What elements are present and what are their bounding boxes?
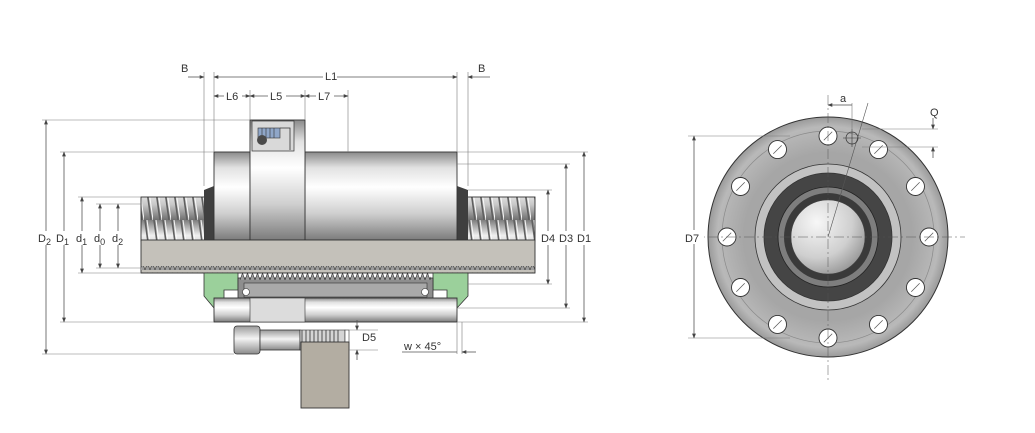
label-a: a [840,93,847,105]
bolt-hole [869,140,888,159]
label-d2: d2 [112,233,123,247]
bolt-hole [906,278,925,297]
label-D1-right: D1 [577,233,591,245]
screw-thread-left [140,196,208,242]
label-L7: L7 [318,91,330,103]
seal-right [457,186,468,240]
label-D3: D3 [559,233,573,245]
label-d1: d1 [76,233,87,247]
label-D2: D2 [38,233,51,247]
bolt-hole [768,315,787,334]
screw-thread-right [464,196,536,242]
label-L5: L5 [270,91,282,103]
seal-left [204,186,214,240]
label-L6: L6 [226,91,238,103]
bolt-hole [768,140,787,159]
side-view: B L1 B L6 L5 L7 D2 D1 d1 d0 [37,63,596,409]
label-D1-left: D1 [56,233,69,247]
mounting-block [300,341,350,409]
bolt-hole [731,278,750,297]
label-B-left: B [181,63,188,75]
lube-fitting-icon [251,120,295,152]
bolt-hole [731,177,750,196]
label-D4: D4 [541,233,555,245]
bolt-hole [869,315,888,334]
label-Q: Q [930,107,939,119]
label-D5: D5 [362,332,376,344]
label-B-right: B [478,63,485,75]
label-D7: D7 [685,233,699,245]
label-L1: L1 [325,71,337,83]
front-view: a Q D7 [684,93,965,380]
label-chamfer: w × 45° [403,341,441,353]
label-d0: d0 [94,233,105,247]
bolt-hole [906,177,925,196]
